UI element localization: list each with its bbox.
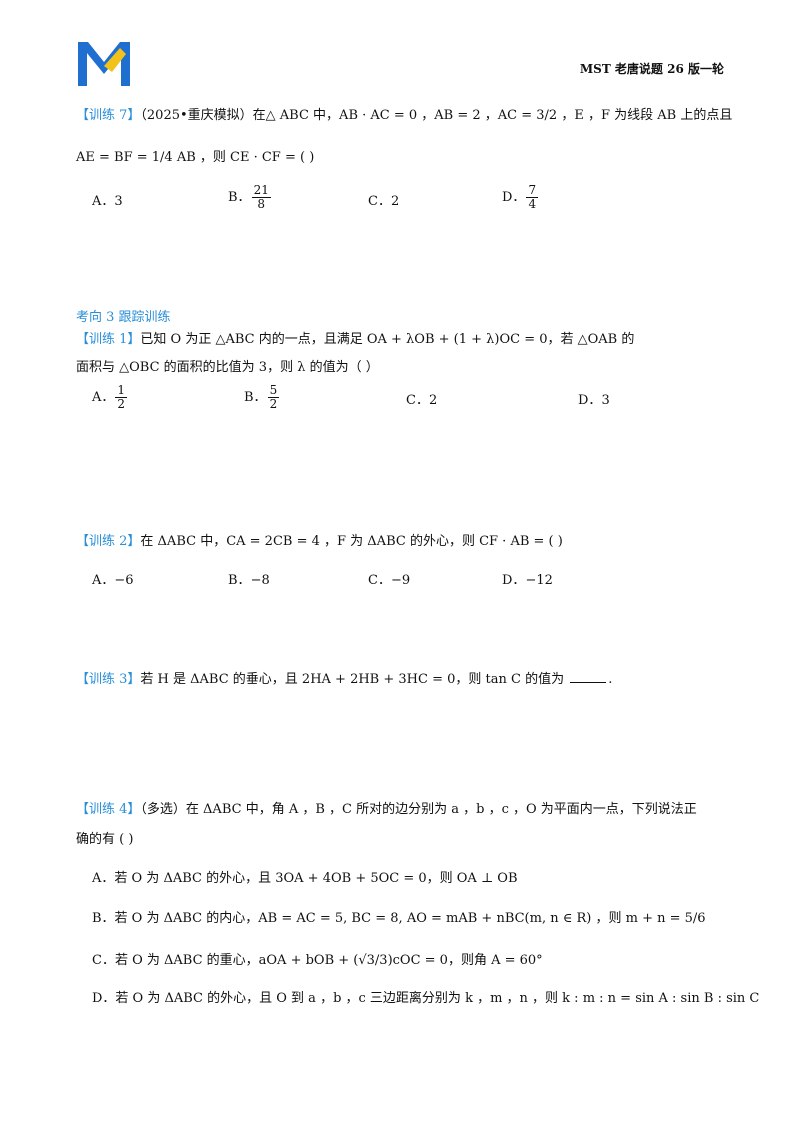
m-logo-icon <box>78 42 130 86</box>
q7-text1: （2025•重庆模拟）在△ ABC 中，AB · AC = 0 ，AB = 2 … <box>140 108 733 123</box>
t4-line1: 【训练 4】（多选）在 ΔABC 中，角 A ，B ，C 所对的边分别为 a ，… <box>76 802 697 817</box>
header-right-text: MST 老唐说题 26 版一轮 <box>579 62 724 76</box>
t4-line2: 确的有 ( ) <box>76 832 134 847</box>
t4-tag: 【训练 4】 <box>76 802 141 817</box>
t1-option-c: C．2 <box>406 393 438 408</box>
t2-option-c: C．−9 <box>368 573 411 588</box>
t2-line1: 【训练 2】在 ΔABC 中，CA = 2CB = 4 ，F 为 ΔABC 的外… <box>76 534 563 549</box>
t2-option-a: A．−6 <box>92 573 134 588</box>
t3-tag: 【训练 3】 <box>76 672 141 687</box>
t2-option-b: B．−8 <box>228 573 270 588</box>
t4-option-d: D．若 O 为 ΔABC 的外心，且 O 到 a ，b ，c 三边距离分别为 k… <box>92 991 760 1006</box>
q7-line2: AE = BF = 1/4 AB ，则 CE · CF = ( ) <box>76 150 315 165</box>
t1-line2: 面积与 △OBC 的面积的比值为 3，则 λ 的值为（ ） <box>76 360 379 375</box>
t2-option-d: D．−12 <box>502 573 553 588</box>
t4-option-b: B．若 O 为 ΔABC 的内心，AB = AC = 5, BC = 8, AO… <box>92 911 706 926</box>
t4-option-c: C．若 O 为 ΔABC 的重心，aOA + bOB + (√3/3)cOC =… <box>92 953 543 968</box>
section-title: 考向 3 跟踪训练 <box>76 310 171 325</box>
t1-tag: 【训练 1】 <box>76 332 141 347</box>
q7-tag: 【训练 7】 <box>76 108 141 123</box>
logo <box>76 40 132 88</box>
answer-blank <box>570 670 607 683</box>
q7-option-a: A．3 <box>92 194 123 209</box>
t2-tag: 【训练 2】 <box>76 534 141 549</box>
t4-option-a: A．若 O 为 ΔABC 的外心，且 3OA + 4OB + 5OC = 0，则… <box>92 871 518 886</box>
t3-line1: 【训练 3】若 H 是 ΔABC 的垂心，且 2HA + 2HB + 3HC =… <box>76 670 613 687</box>
q7-option-c: C．2 <box>368 194 400 209</box>
t1-option-d: D．3 <box>578 393 610 408</box>
t1-line1: 【训练 1】已知 O 为正 △ABC 内的一点，且满足 OA + λOB + (… <box>76 332 635 347</box>
q7-line1: 【训练 7】（2025•重庆模拟）在△ ABC 中，AB · AC = 0 ，A… <box>76 106 732 126</box>
